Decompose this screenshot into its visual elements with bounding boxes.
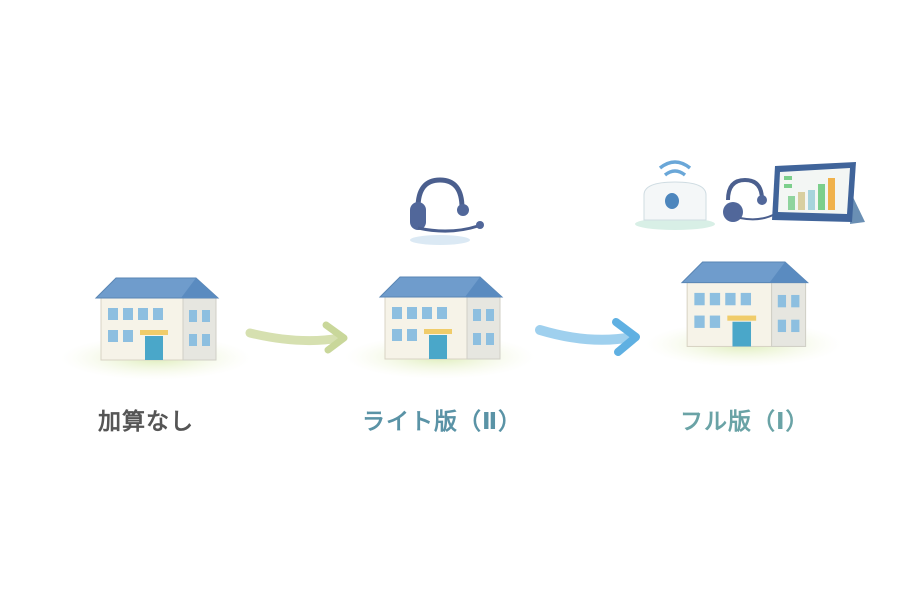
building-none bbox=[60, 277, 252, 381]
arrow-icon bbox=[245, 321, 348, 354]
stage-label-light: ライト版（Ⅱ） bbox=[362, 409, 523, 435]
building-full bbox=[645, 261, 843, 368]
building-light bbox=[344, 276, 536, 380]
stage-label-full: フル版（Ⅰ） bbox=[680, 409, 810, 435]
headset-icon bbox=[410, 177, 484, 245]
arrow-icon bbox=[535, 318, 640, 356]
headset-icon bbox=[723, 177, 776, 222]
stage-label-none: 加算なし bbox=[98, 409, 194, 435]
tablet-chart-icon bbox=[772, 162, 865, 224]
wifi-sensor-icon bbox=[635, 160, 715, 230]
